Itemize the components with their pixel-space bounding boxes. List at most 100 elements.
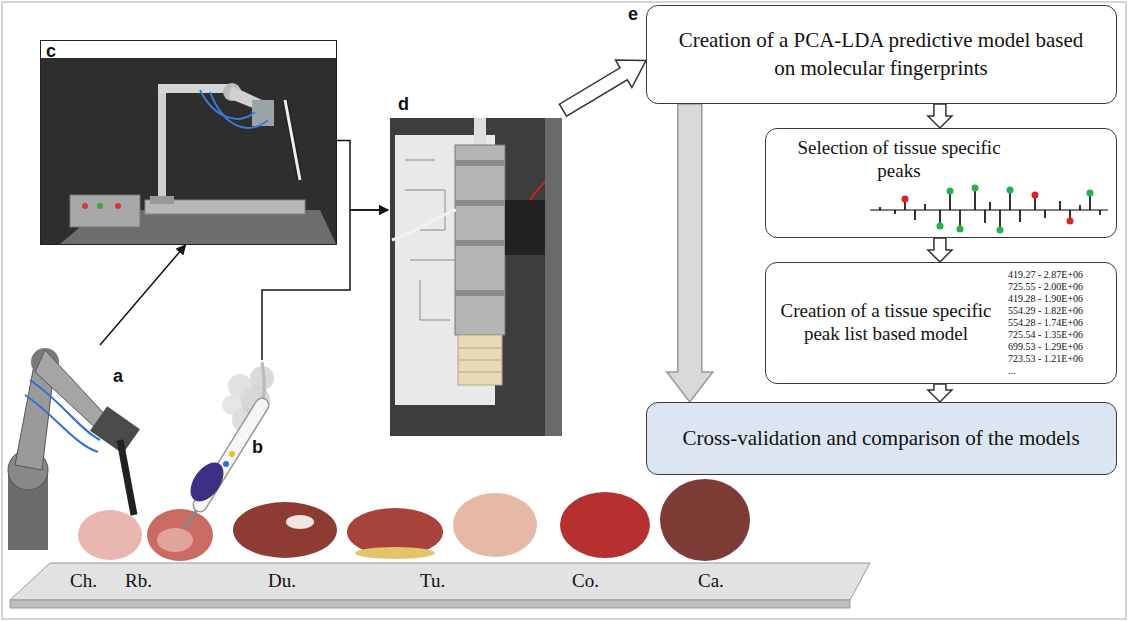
table-plank	[10, 563, 870, 608]
tissue-label: Co.	[572, 571, 599, 592]
tissue-samples-part	[78, 510, 142, 560]
panel-letter: a	[113, 367, 123, 387]
robot-photo-part	[70, 195, 140, 227]
table-plank-part	[10, 600, 850, 608]
handheld-pen-part	[229, 451, 235, 457]
robot-photo-part	[285, 100, 300, 180]
spectrum-plot-part	[902, 196, 909, 203]
panel-letter: d	[398, 95, 409, 115]
process-box: Creation of a tissue specific peak list …	[765, 262, 1117, 384]
block-arrow	[667, 104, 713, 402]
tissue-samples-part	[560, 492, 650, 558]
block-arrow	[928, 104, 952, 128]
spectrum-plot	[870, 185, 1108, 234]
process-box: Selection of tissue specific peaks	[765, 128, 1117, 238]
mass-spectrometer-photo-part	[474, 118, 486, 148]
mass-spectrometer-photo-part	[455, 200, 505, 206]
mass-spectrometer-photo-part	[458, 348, 502, 372]
box-text: Creation of a tissue specific peak list …	[774, 300, 998, 346]
mass-spectrometer-photo-part	[505, 200, 545, 255]
robot-photo-part	[210, 92, 268, 128]
robot-photo-part	[82, 203, 88, 209]
tissue-label: Tu.	[420, 571, 445, 592]
tissue-samples-part	[660, 479, 750, 561]
tissue-label: Ch.	[70, 571, 97, 592]
process-box: Creation of a PCA-LDA predictive model b…	[646, 5, 1117, 104]
handheld-pen-part	[222, 395, 242, 415]
spectrum-plot-part	[1007, 187, 1014, 194]
handheld-pen-part	[184, 457, 231, 508]
process-box: Cross-validation and comparison of the m…	[646, 402, 1117, 475]
peak-list-entry: 419.27 - 2.87E+06	[1008, 269, 1083, 281]
arrow-line	[100, 245, 186, 345]
handheld-illustration: b	[180, 360, 275, 530]
arrow-line	[262, 210, 388, 360]
robot-photo-part	[158, 84, 228, 93]
box-text: Creation of a PCA-LDA predictive model b…	[667, 27, 1095, 82]
spectrum-plot-part	[937, 223, 944, 230]
photo-panel: d	[388, 93, 563, 437]
spectrum-plot-part	[1087, 190, 1094, 197]
tissue-samples-part	[286, 515, 314, 529]
box-text: Cross-validation and comparison of the m…	[657, 425, 1105, 452]
panel-letter: b	[252, 438, 263, 458]
spectrum-plot-part	[1032, 192, 1039, 199]
mass-spectrometer-photo-part	[455, 160, 505, 166]
handheld-pen-part	[228, 374, 252, 398]
panel-letter: c	[46, 42, 56, 62]
mass-spectrometer-photo	[390, 118, 562, 436]
table-plank-part	[10, 563, 870, 600]
robot-photo-part	[97, 203, 103, 209]
peak-list-entry: 725.55 - 2.00E+06	[1008, 281, 1083, 293]
tissue-samples-part	[147, 509, 213, 561]
tissue-label: Du.	[268, 571, 296, 592]
peak-list-entry: 725.54 - 1.35E+06	[1008, 329, 1083, 341]
robot-photo-part	[115, 203, 121, 209]
mass-spectrometer-photo-part	[405, 160, 460, 320]
spectrum-plot-part	[957, 226, 964, 233]
peak-list-entry: 723.53 - 1.21E+06	[1008, 353, 1083, 365]
robot-photo-part	[41, 58, 336, 244]
robot-photo-part	[150, 196, 174, 204]
robot-illustration: a	[5, 345, 195, 555]
tissue-label: Ca.	[698, 571, 724, 592]
spectrum-plot-part	[880, 189, 1100, 229]
spectrum-plot-part	[1067, 218, 1074, 225]
mass-spectrometer-photo-part	[455, 290, 505, 296]
spectrum-plot-part	[997, 227, 1004, 234]
tissue-samples-part	[355, 547, 435, 559]
peak-list-entry: 419.28 - 1.90E+06	[1008, 293, 1083, 305]
block-arrow	[928, 238, 952, 262]
mass-spectrometer-photo-part	[545, 118, 562, 436]
mass-spectrometer-photo-part	[390, 118, 562, 436]
robot-photo-part	[285, 100, 300, 180]
robot-photo	[41, 58, 336, 244]
mass-spectrometer-photo-part	[455, 145, 505, 335]
box-text: Selection of tissue specific peaks	[774, 137, 1024, 183]
mass-spectrometer-photo-part	[458, 335, 502, 385]
peak-list-entry: 699.53 - 1.29E+06	[1008, 341, 1083, 353]
tissue-samples-part	[453, 493, 537, 557]
peak-list-entry: 554.29 - 1.82E+06	[1008, 305, 1083, 317]
panel-letter: e	[628, 5, 638, 25]
tissue-samples-part	[233, 502, 337, 558]
photo-panel: c	[40, 40, 337, 245]
spectrum-plot-part	[972, 185, 979, 192]
mass-spectrometer-photo-part	[455, 240, 505, 246]
peak-list-entry: 554.28 - 1.74E+06	[1008, 317, 1083, 329]
robot-arm-part	[25, 395, 98, 452]
tissue-samples	[78, 479, 750, 561]
handheld-pen-part	[223, 461, 229, 467]
tissue-label: Rb.	[125, 571, 152, 592]
arrow-line	[337, 140, 388, 210]
tissue-samples-part	[157, 528, 193, 552]
block-arrow	[928, 384, 952, 402]
robot-arm-part	[30, 380, 100, 440]
robot-arm	[8, 348, 140, 550]
mass-spectrometer-photo-part	[392, 210, 456, 240]
robot-photo-part	[200, 90, 255, 119]
peak-list-entry: ...	[1008, 365, 1016, 377]
block-arrow	[559, 60, 646, 116]
